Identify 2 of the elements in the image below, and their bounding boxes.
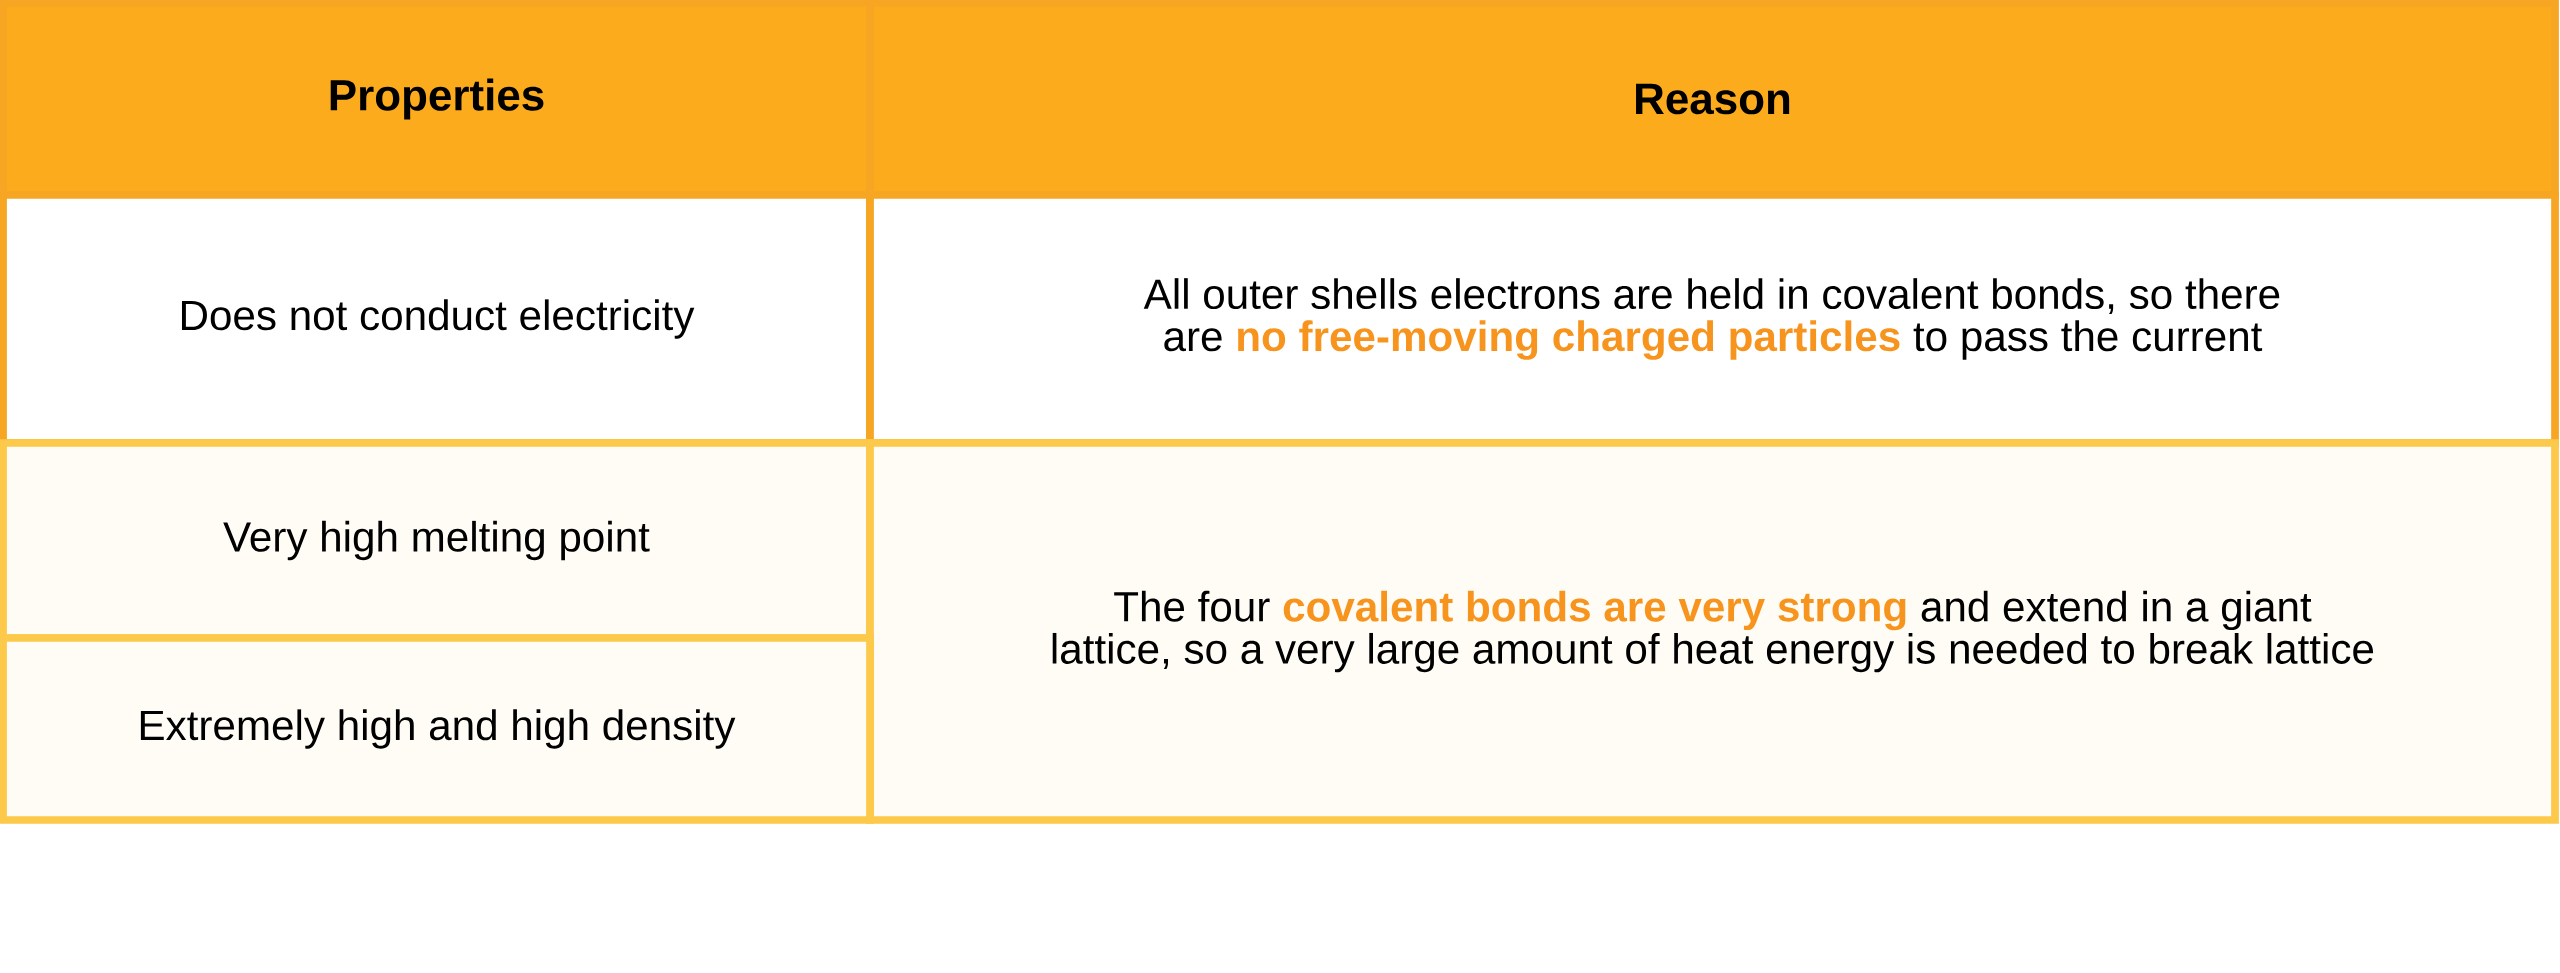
table-cell: All outer shells electrons are held in covalent bonds, so there are no free-moving charged particles to pass the current <box>866 191 2559 447</box>
table-cell: Extremely high and high density <box>0 634 874 824</box>
